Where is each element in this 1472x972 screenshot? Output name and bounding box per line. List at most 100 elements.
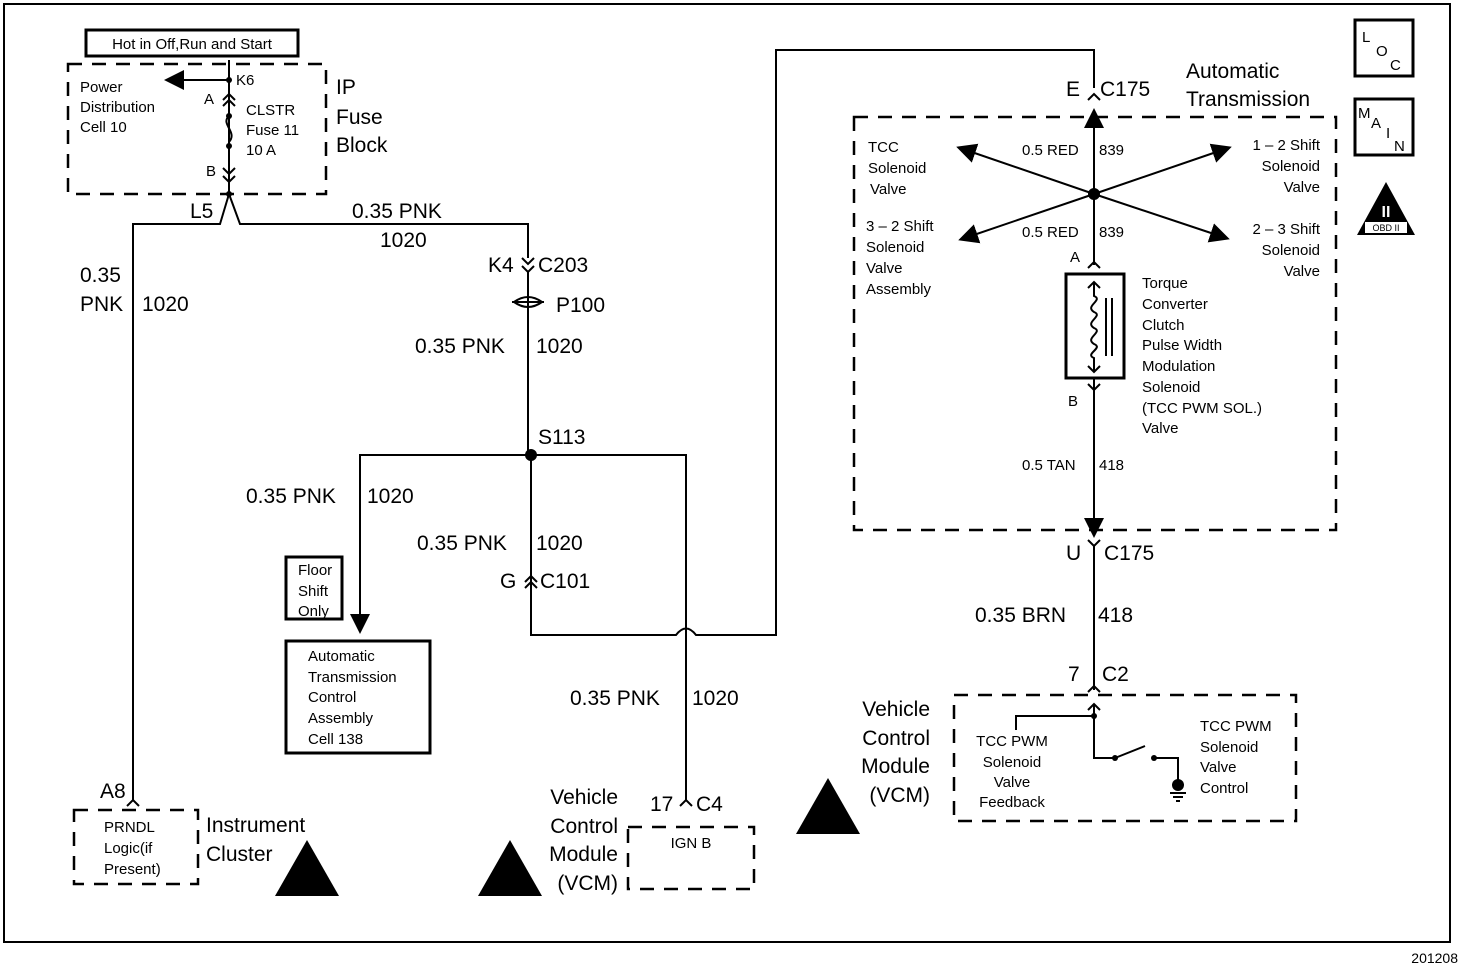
hot-in-label: Hot in Off,Run and Start [112,36,273,53]
wire-label-top-sc: 0.35 PNK [352,200,442,223]
shift-23-label: 2 – 3 Shift Solenoid Valve [1252,221,1320,280]
loc-button[interactable]: L O C [1353,18,1415,78]
c4-pin: 17 [650,793,673,816]
arrow-23-shift [1093,193,1230,243]
c175-top-pin: E [1066,78,1080,101]
solenoid-splice [1088,188,1100,200]
svg-text:2 – 3 Shift: 2 – 3 Shift [1252,221,1320,238]
svg-text:Solenoid: Solenoid [1200,739,1258,756]
connector-b-icon [222,167,236,184]
svg-text:Automatic: Automatic [1186,60,1279,83]
svg-text:Shift: Shift [298,583,329,600]
svg-text:Only: Only [298,603,329,620]
svg-text:Logic(if: Logic(if [104,840,153,857]
svg-text:Torque: Torque [1142,275,1188,292]
sol-a-label: A [1070,249,1080,266]
shift-12-label: 1 – 2 Shift Solenoid Valve [1252,137,1320,196]
svg-text:Vehicle: Vehicle [550,786,618,809]
svg-text:Valve: Valve [1142,420,1178,437]
c203-name: C203 [538,254,588,277]
c4-name: C4 [696,793,723,816]
svg-text:L: L [1362,29,1370,46]
wire-label-red-dn-ckt: 839 [1099,224,1124,241]
wire-label-brn-sc: 0.35 BRN [975,604,1066,627]
wire-to-c203 [228,193,529,258]
tcc-pwm-label: Torque Converter Clutch Pulse Width Modu… [1142,275,1262,437]
s113-label: S113 [538,426,586,449]
wire-label-c101-sc: 0.35 PNK [417,532,507,555]
svg-text:II: II [1382,204,1391,221]
svg-text:Feedback: Feedback [979,794,1045,811]
switch-icon [1114,745,1179,780]
auto-trans-title: Automatic Transmission [1186,60,1310,111]
esd-warning-icon [796,778,860,834]
p100-label: P100 [556,294,605,317]
svg-text:Pulse Width: Pulse Width [1142,337,1222,354]
a8-label: A8 [100,780,126,803]
vcm-left-outline [626,825,756,891]
solenoid-coil-icon [1087,280,1101,374]
sol-a-connector-icon [1087,260,1101,269]
fuse-label: CLSTR Fuse 11 10 A [246,102,299,159]
arrow-12-shift [1093,143,1232,195]
wire-to-cluster [132,193,230,800]
k6-node [226,77,232,83]
tcc-solenoid-label: TCC Solenoid Valve [868,139,926,198]
c101-name: C101 [540,570,590,593]
svg-text:Vehicle: Vehicle [862,698,930,721]
prndl-label: PRNDL Logic(if Present) [104,819,161,878]
svg-text:A: A [1371,115,1381,132]
svg-text:10 A: 10 A [246,142,276,159]
atca-label: Automatic Transmission Control Assembly … [308,648,397,748]
svg-text:(VCM): (VCM) [557,872,618,895]
svg-text:Valve: Valve [1200,759,1236,776]
svg-text:Automatic: Automatic [308,648,375,665]
svg-text:C: C [1390,57,1401,74]
esd-warning-icon [275,840,339,896]
vcm-left-title: Vehicle Control Module (VCM) [549,786,618,895]
svg-text:Control: Control [550,815,618,838]
c175-top-name: C175 [1100,78,1150,101]
svg-text:Cell 10: Cell 10 [80,119,127,136]
l5-label: L5 [190,200,213,223]
svg-text:1 – 2 Shift: 1 – 2 Shift [1252,137,1320,154]
svg-text:(TCC PWM SOL.): (TCC PWM SOL.) [1142,400,1262,417]
floor-shift-label: Floor Shift Only [298,562,332,620]
c2-name: C2 [1102,663,1129,686]
floor-shift-box [284,555,344,621]
wire-label-red-up-sc: 0.5 RED [1022,142,1079,159]
svg-text:Present): Present) [104,861,161,878]
wire-label-red-up-ckt: 839 [1099,142,1124,159]
c4-connector-icon [679,798,693,807]
wire-label-left-ckt: 1020 [142,293,189,316]
wire-label-tan-ckt: 418 [1099,457,1124,474]
a8-connector-icon [126,798,140,807]
svg-text:I: I [1386,125,1390,142]
wire-label-c101-ckt: 1020 [536,532,583,555]
svg-text:Control: Control [862,727,930,750]
svg-text:Assembly: Assembly [866,281,932,298]
svg-text:Floor: Floor [298,562,332,579]
c203-connector-icon [521,257,535,274]
wire-label-p100-ckt: 1020 [536,335,583,358]
svg-text:TCC: TCC [868,139,899,156]
sol-b-label: B [1068,393,1078,410]
svg-text:CLSTR: CLSTR [246,102,295,119]
wire-to-atca [350,454,531,634]
wire-label-brn-ckt: 418 [1098,604,1133,627]
svg-text:TCC PWM: TCC PWM [976,733,1048,750]
svg-text:IP: IP [336,76,356,99]
svg-text:PRNDL: PRNDL [104,819,155,836]
vcm-right-title: Vehicle Control Module (VCM) [861,698,930,807]
arrow-tcc-sol [956,143,1095,195]
svg-text:N: N [1394,138,1405,155]
wire-to-vcm-c4 [531,454,687,800]
svg-text:Control: Control [1200,780,1248,797]
wire-label-left-color: PNK [80,293,123,316]
wire-label-c4-sc: 0.35 PNK [570,687,660,710]
obd-ii-button[interactable]: II OBD II [1357,182,1415,235]
ign-b-label: IGN B [671,835,712,852]
main-button[interactable]: M A I N [1353,97,1415,157]
svg-text:Block: Block [336,134,388,157]
